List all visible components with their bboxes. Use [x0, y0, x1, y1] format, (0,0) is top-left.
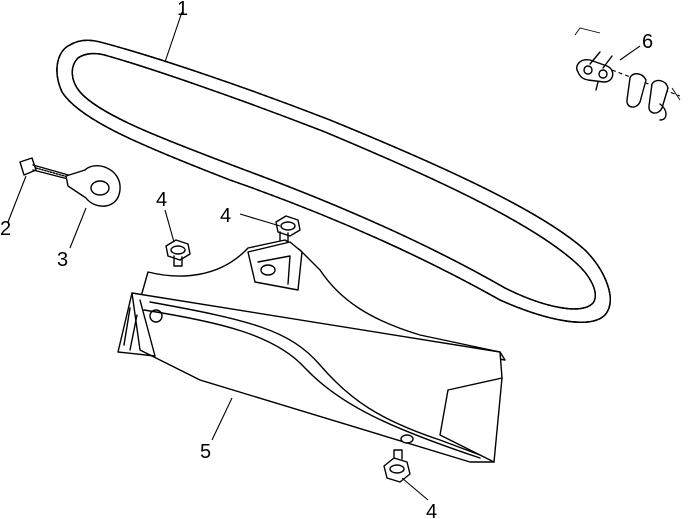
drive-chain: [56, 39, 611, 323]
callout-3-adjuster-eye: 3: [57, 249, 68, 271]
chain-guard: [117, 239, 506, 463]
leader-lines: [7, 11, 641, 501]
callout-4-nut-left: 4: [156, 189, 167, 211]
callout-2-adjuster-bolt: 2: [0, 218, 11, 240]
callout-5-chain-guard: 5: [200, 441, 211, 463]
nut-center: [275, 215, 301, 245]
nut-bottom: [383, 449, 411, 483]
nut-left: [165, 239, 191, 267]
adjuster-eye: [65, 165, 121, 207]
callout-6-master-link: 6: [642, 31, 653, 53]
callout-4-nut-center: 4: [220, 205, 231, 227]
callout-4-nut-bottom: 4: [426, 501, 437, 519]
master-link-kit: [574, 27, 681, 121]
adjuster-bolt: [19, 157, 73, 181]
callout-1-chain: 1: [177, 0, 188, 20]
